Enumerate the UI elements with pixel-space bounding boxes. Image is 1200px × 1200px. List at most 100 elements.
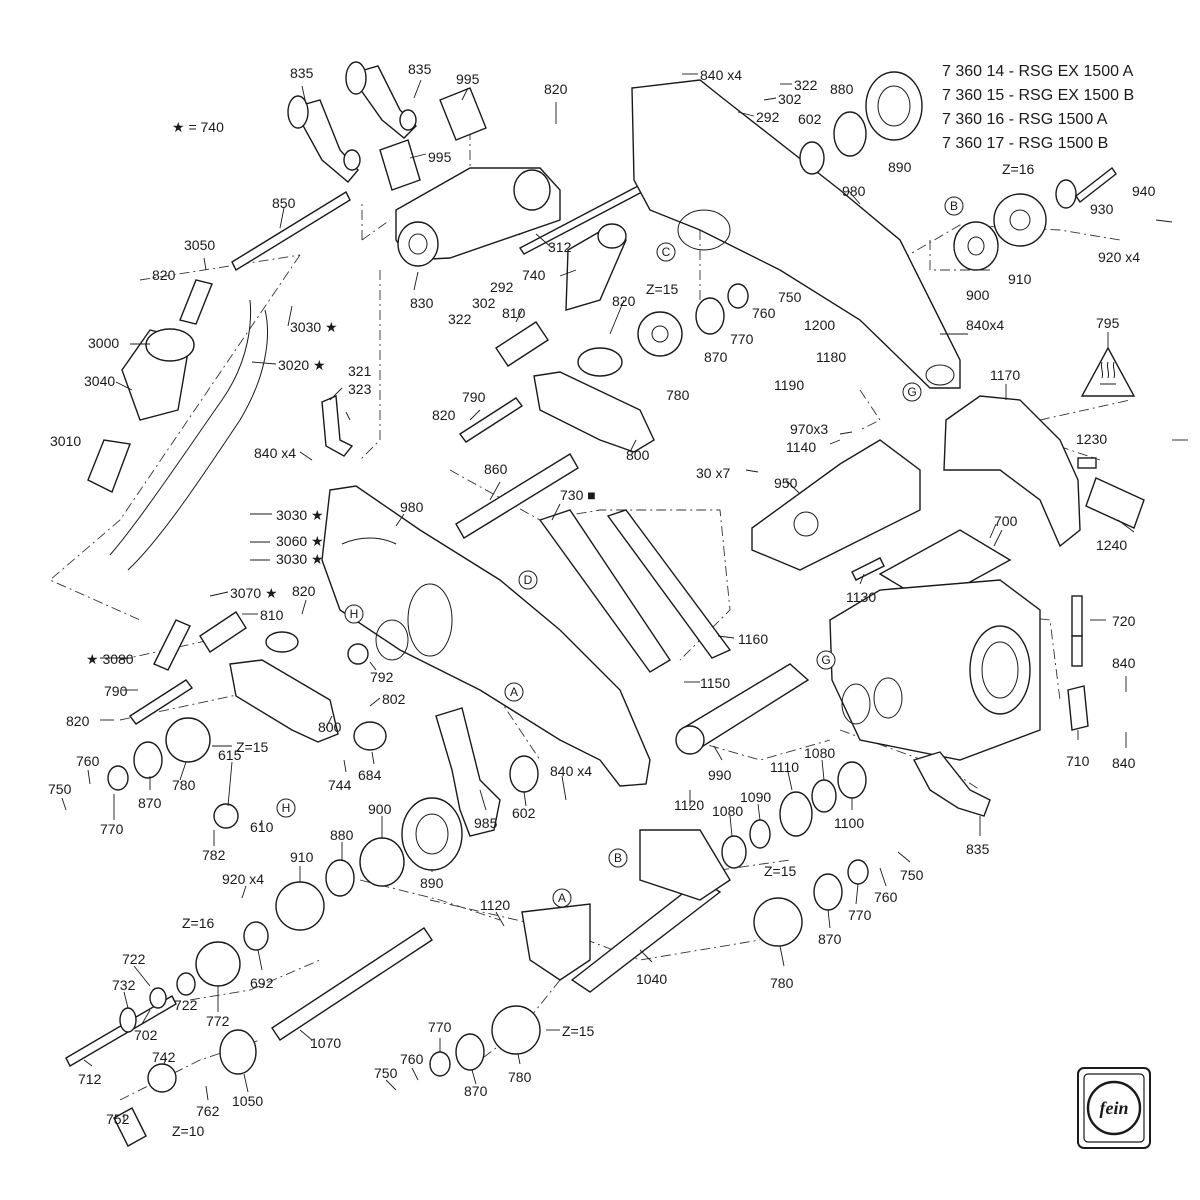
svg-text:B: B [950, 199, 958, 213]
part-label: 1090 [740, 789, 771, 805]
part-label: 3030 ★ [290, 319, 338, 335]
washer-1080-a [721, 835, 747, 869]
ref-marker: H [344, 604, 364, 624]
part-label: Z=10 [172, 1123, 205, 1139]
part-label: 770 [848, 907, 872, 923]
part-label: 1240 [1096, 537, 1127, 553]
block-710 [1067, 685, 1089, 731]
part-label: 3030 ★ [276, 507, 324, 523]
ref-marker: H [276, 798, 296, 818]
part-label: 760 [400, 1051, 424, 1067]
leader-lines [61, 73, 1188, 1122]
part-label: 820 [612, 293, 636, 309]
part-label: 792 [370, 669, 394, 685]
ref-marker: G [816, 650, 836, 670]
pin-790-lower [128, 679, 194, 725]
part-label: 750 [374, 1065, 398, 1081]
part-label: 750 [48, 781, 72, 797]
pin-720-b [1071, 635, 1083, 667]
part-label: 30 x7 [696, 465, 730, 481]
nut-1100 [837, 761, 867, 799]
svg-text:H: H [282, 801, 291, 815]
part-label: 602 [798, 111, 822, 127]
gear-housing [829, 579, 1041, 761]
bracket-800-upper [533, 347, 655, 453]
ring-602-top [799, 141, 825, 175]
part-label: 760 [76, 753, 100, 769]
part-label: 1190 [774, 377, 804, 393]
part-label: 820 [432, 407, 456, 423]
part-label: 700 [994, 513, 1018, 529]
washer-930 [1055, 179, 1077, 209]
part-label: 730 ■ [560, 487, 596, 503]
bolt-940 [1075, 166, 1117, 204]
plate-980-top [631, 79, 961, 389]
part-label: 990 [708, 767, 732, 783]
part-label: 1130 [846, 589, 876, 605]
part-label: 742 [152, 1049, 176, 1065]
part-label: 3020 ★ [278, 357, 326, 373]
knob-752 [113, 1107, 147, 1147]
part-label: 720 [1112, 613, 1136, 629]
svg-text:B: B [614, 851, 622, 865]
part-label: 835 [408, 61, 432, 77]
ref-marker: C [0, 0, 9, 3]
svg-text:A: A [510, 685, 518, 699]
part-labels: 835 835 995 995 820 840 x4 322 302 292 8… [48, 61, 1156, 1139]
part-label: 840 x4 [254, 445, 296, 461]
part-label: 760 [874, 889, 898, 905]
part-label: 780 [666, 387, 690, 403]
lever-321 [321, 394, 354, 457]
part-label: 820 [152, 267, 176, 283]
part-label: 770 [730, 331, 754, 347]
part-label: 940 [1132, 183, 1156, 199]
part-label: 750 [900, 867, 924, 883]
part-label: 995 [428, 149, 452, 165]
heat-warning-795 [1080, 346, 1136, 397]
screw-3050 [179, 279, 213, 325]
ref-marker: G [902, 382, 922, 402]
part-label: 890 [888, 159, 912, 175]
part-label: 615 [218, 747, 242, 763]
part-label: 752 [106, 1111, 130, 1127]
part-label: 712 [78, 1071, 102, 1087]
ref-marker: D [0, 0, 9, 3]
pin-720-a [1071, 595, 1083, 637]
part-label: 1100 [834, 815, 864, 831]
part-label: 870 [464, 1083, 488, 1099]
seal-880-top [833, 111, 867, 157]
sprocket-780-upper [637, 311, 683, 357]
part-label: Z=15 [764, 863, 797, 879]
part-label: 840 [1112, 655, 1136, 671]
fein-logo: fein [1077, 1067, 1151, 1149]
part-label: 702 [134, 1027, 158, 1043]
part-label: 980 [842, 183, 866, 199]
cylinder-740 [565, 223, 627, 311]
part-label: 312 [548, 239, 572, 255]
part-label: 870 [138, 795, 162, 811]
screw-3010 [87, 439, 131, 493]
part-label: 840 x4 [550, 763, 592, 779]
washer-722-b [176, 972, 196, 996]
part-label: 850 [272, 195, 296, 211]
model-line: 7 360 14 - RSG EX 1500 A [942, 63, 1134, 80]
cover-1170 [943, 395, 1081, 548]
part-label: 900 [966, 287, 990, 303]
svg-text:C: C [662, 245, 671, 259]
sprocket-780-left [165, 717, 211, 763]
sprocket-780-right [753, 897, 803, 947]
part-label: 920 x4 [222, 871, 264, 887]
part-label: 1110 [770, 759, 799, 775]
part-label: 995 [456, 71, 480, 87]
part-label: 1120 [674, 797, 704, 813]
part-label: 1040 [636, 971, 667, 987]
part-label: 790 [462, 389, 486, 405]
bearing-870-bottom [455, 1033, 485, 1071]
sprocket-772 [195, 941, 241, 987]
part-label: 760 [752, 305, 776, 321]
shaft-850 [231, 191, 351, 271]
pin-1130 [851, 557, 885, 581]
part-label: 1120 [480, 897, 510, 913]
part-label: 770 [428, 1019, 452, 1035]
svg-text:G: G [821, 653, 830, 667]
